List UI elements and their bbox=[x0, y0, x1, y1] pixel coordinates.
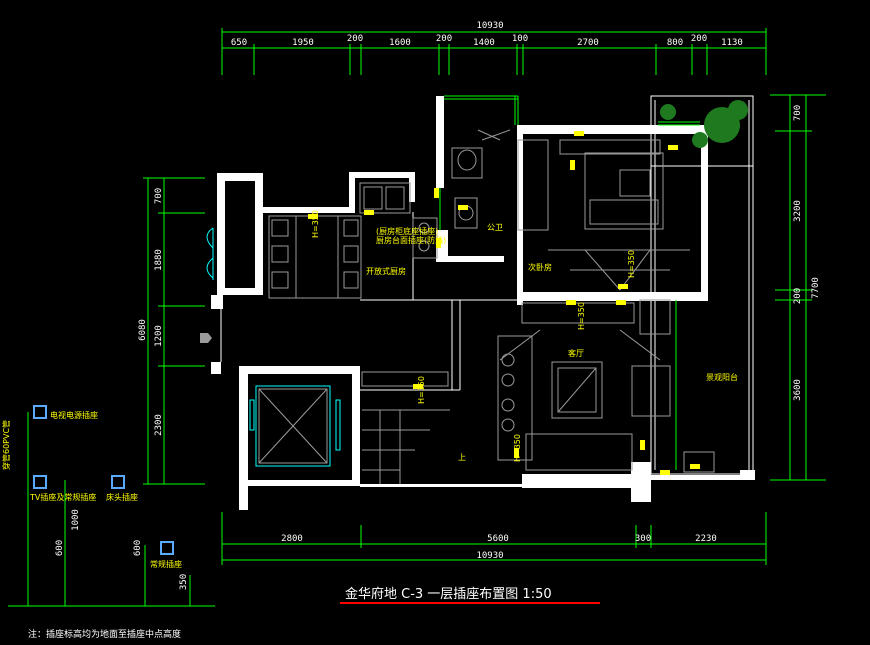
legend-socket-icon-2 bbox=[33, 475, 47, 489]
top-dim-10: 200 bbox=[691, 34, 707, 44]
living-furniture bbox=[497, 299, 671, 471]
height-note-5: H=350 bbox=[627, 250, 636, 278]
top-dimension-chain: 10930 650 1950 200 1600 200 1400 100 270… bbox=[221, 21, 767, 75]
stairs bbox=[361, 371, 450, 484]
bottom-dimension-chain: 2800 5600 300 2230 10930 bbox=[221, 512, 767, 565]
right-dim-2: 3200 bbox=[793, 200, 803, 222]
room-label-kitchen: 开放式厨房 bbox=[366, 266, 406, 276]
legend-label-3: 床头插座 bbox=[106, 492, 138, 502]
room-label-bedroom: 次卧房 bbox=[528, 262, 552, 272]
socket-markers bbox=[308, 131, 700, 475]
balcony-plants bbox=[660, 100, 748, 473]
window-lines bbox=[439, 95, 700, 470]
legend: 穿管60PVC管 电视电源插座 TV插座及常规插座 床头插座 常规插座 1000… bbox=[1, 405, 215, 607]
left-total-dim: 6080 bbox=[138, 319, 148, 341]
room-label-balcony: 景观阳台 bbox=[706, 372, 738, 382]
height-note-3: H=350 bbox=[513, 434, 522, 462]
kitchen-note-2: 厨房台面插座(防溅) bbox=[376, 235, 446, 245]
legend-label-2: TV插座及常规插座 bbox=[29, 492, 96, 502]
legend-height-2: 1000 bbox=[71, 509, 81, 531]
left-dim-4: 2300 bbox=[154, 414, 164, 436]
drawing-title: 金华府地 C-3 一层插座布置图 1:50 bbox=[345, 586, 552, 602]
top-dim-4: 1600 bbox=[389, 38, 411, 48]
bottom-dim-3: 300 bbox=[635, 534, 651, 544]
top-dim-9: 800 bbox=[667, 38, 683, 48]
top-dim-3: 200 bbox=[347, 34, 363, 44]
room-label-living: 客厅 bbox=[568, 348, 584, 358]
walls bbox=[211, 95, 755, 510]
bathroom-fixtures bbox=[451, 129, 549, 231]
right-dimension-chain: 700 3200 200 3600 7700 bbox=[770, 94, 826, 481]
bedroom-furniture bbox=[548, 139, 690, 291]
elevator bbox=[249, 385, 341, 467]
top-dim-11: 1130 bbox=[721, 38, 743, 48]
top-total-dim: 10930 bbox=[476, 21, 503, 31]
entry-doors bbox=[200, 227, 214, 343]
legend-socket-icon-3 bbox=[111, 475, 125, 489]
legend-socket-icon-4 bbox=[160, 541, 174, 555]
legend-label-4: 常规插座 bbox=[150, 559, 182, 569]
top-dim-7: 100 bbox=[512, 34, 528, 44]
height-note-2: H=350 bbox=[417, 376, 426, 404]
bottom-dim-1: 2800 bbox=[281, 534, 303, 544]
right-dim-1: 700 bbox=[793, 105, 803, 121]
right-dim-4: 3600 bbox=[793, 379, 803, 401]
right-dim-3: 200 bbox=[793, 288, 803, 304]
left-dim-2: 1880 bbox=[154, 249, 164, 271]
right-total-dim: 7700 bbox=[811, 277, 821, 299]
left-dimension-chain: 700 1880 1200 2300 6080 bbox=[138, 177, 205, 485]
height-note-4: H=350 bbox=[577, 302, 586, 330]
bottom-total-dim: 10930 bbox=[476, 551, 503, 561]
top-dim-6: 1400 bbox=[473, 38, 495, 48]
bottom-dim-4: 2230 bbox=[695, 534, 717, 544]
top-dim-8: 2700 bbox=[577, 38, 599, 48]
left-dim-3: 1200 bbox=[154, 325, 164, 347]
top-dim-1: 650 bbox=[231, 38, 247, 48]
legend-pipe-label: 穿管60PVC管 bbox=[1, 420, 11, 470]
room-label-bathroom: 公卫 bbox=[487, 223, 503, 232]
stair-up-label: 上 bbox=[458, 453, 466, 462]
bottom-dim-2: 5600 bbox=[487, 534, 509, 544]
legend-height-4: 600 bbox=[133, 540, 143, 556]
left-dim-1: 700 bbox=[154, 188, 164, 204]
legend-height-3: 600 bbox=[55, 540, 65, 556]
legend-socket-icon-1 bbox=[33, 405, 47, 419]
top-dim-5: 200 bbox=[436, 34, 452, 44]
legend-label-1: 电视电源插座 bbox=[50, 410, 98, 420]
kitchen-note-1: (厨房柜底座插座) bbox=[376, 226, 438, 236]
top-dim-2: 1950 bbox=[292, 38, 314, 48]
footnote: 注：插座标高均为地面至插座中点高度 bbox=[28, 628, 181, 640]
height-note-1: H=350 bbox=[311, 210, 320, 238]
legend-height-5: 350 bbox=[179, 574, 189, 590]
